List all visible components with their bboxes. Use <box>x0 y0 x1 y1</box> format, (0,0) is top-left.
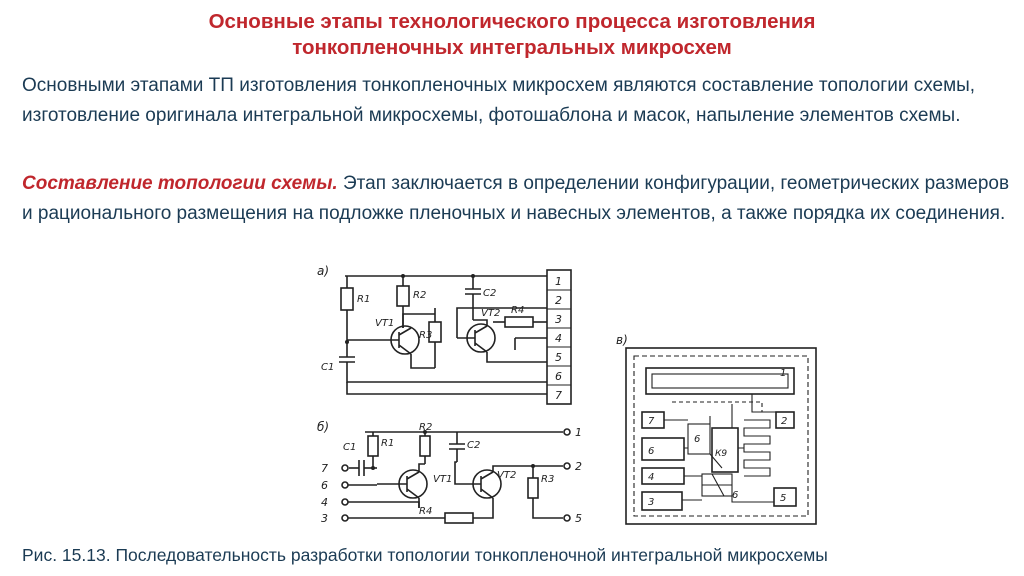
figure-b-c1: C1 <box>343 442 356 453</box>
figure-c-pad-4: 4 <box>648 472 654 483</box>
figure-a-vt1: VT1 <box>375 318 394 329</box>
figure-a-c1: C1 <box>321 362 334 373</box>
figure-c-label: в) <box>616 333 628 347</box>
figure-b-vt1: VT1 <box>433 474 452 485</box>
slide-title: Основные этапы технологического процесса… <box>0 9 1024 61</box>
stage-paragraph: Составление топологии схемы. Этап заключ… <box>22 169 1012 229</box>
figure-b-out-5: 5 <box>575 512 582 525</box>
figure-c-topology: в) 1 7 6 4 3 2 5 6 К9 6 <box>616 333 817 525</box>
figure-caption: Рис. 15.13. Последовательность разработк… <box>22 545 828 565</box>
figure-a-pin-7: 7 <box>555 389 562 402</box>
figure-a-pin-4: 4 <box>555 332 562 345</box>
figure-c-pad-7: 7 <box>648 416 655 427</box>
stage-text: Этап заключается в определении конфигура… <box>22 173 1010 224</box>
figure-b-r1: R1 <box>381 438 394 449</box>
figure-b-in-7: 7 <box>321 462 328 475</box>
figure-b-in-4: 4 <box>321 496 328 509</box>
figure-b-in-3: 3 <box>321 512 328 525</box>
figure-c-inner-6b: 6 <box>732 490 738 501</box>
figure-a-pin-5: 5 <box>555 351 562 364</box>
figure-c-pad-1: 1 <box>780 368 786 379</box>
figure-b-out-2: 2 <box>575 460 582 473</box>
intro-paragraph: Основными этапами ТП изготовления тонкоп… <box>22 75 976 126</box>
slide-title-line-1: Основные этапы технологического процесса… <box>208 10 816 33</box>
figure-a-r3: R3 <box>419 330 432 341</box>
figure-b-r2: R2 <box>419 422 432 433</box>
figure-b-r3: R3 <box>541 474 554 485</box>
figure-a-c2: C2 <box>483 288 496 299</box>
figure-c-pad-2: 2 <box>781 416 787 427</box>
figure-b-in-6: 6 <box>321 479 328 492</box>
figure-c-inner-k9: К9 <box>715 449 727 459</box>
figure-a-pin-6: 6 <box>555 370 562 383</box>
slide-title-line-2: тонкопленочных интегральных микросхем <box>292 36 732 59</box>
figure-c-pad-6: 6 <box>648 446 654 457</box>
figure-c-pad-5: 5 <box>780 493 786 504</box>
figure-a-r1: R1 <box>357 294 370 305</box>
stage-heading: Составление топологии схемы. <box>22 173 338 194</box>
figure-a-label: а) <box>317 264 329 278</box>
figure-b-c2: C2 <box>467 440 480 451</box>
figure-b-out-1: 1 <box>575 426 582 439</box>
figure-c-inner-6a: 6 <box>694 434 700 445</box>
figure-b-label: б) <box>317 420 329 434</box>
figure-a-pin-3: 3 <box>555 313 562 326</box>
figure-a-r4: R4 <box>511 305 524 316</box>
figure-a-r2: R2 <box>413 290 426 301</box>
figure-a-schematic: а) 1 2 3 4 5 6 7 R1 R2 C2 VT1 R3 VT2 R4 … <box>317 264 572 405</box>
figure-a-vt2: VT2 <box>481 308 500 319</box>
figure-c-pad-3: 3 <box>648 497 654 508</box>
figure-a-pin-1: 1 <box>555 275 562 288</box>
figure-b-r4: R4 <box>419 506 432 517</box>
figure-b-vt2: VT2 <box>497 470 516 481</box>
figure-a-pin-2: 2 <box>555 294 562 307</box>
figure-b-schematic: б) 1 C1 R1 R2 C2 VT1 VT2 2 R3 5 7 6 4 3 … <box>317 420 582 525</box>
